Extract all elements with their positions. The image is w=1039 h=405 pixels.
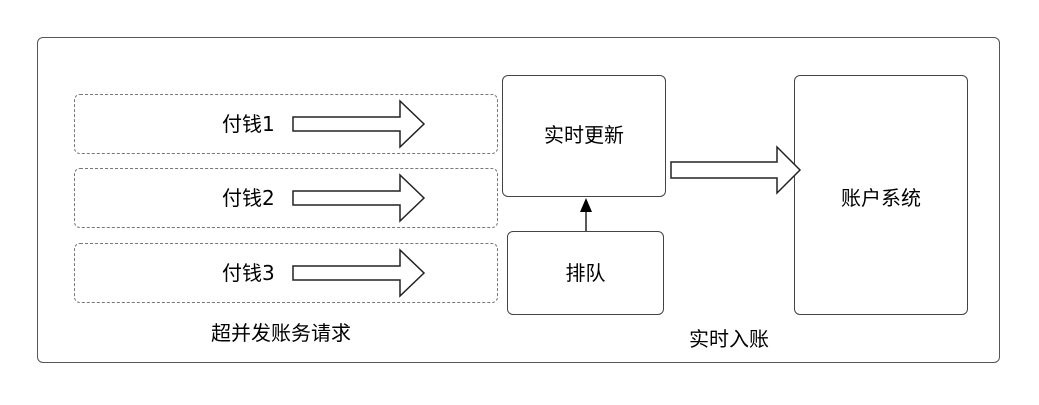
queue-to-update-arrowhead xyxy=(580,198,592,212)
request-label-2: 付钱2 xyxy=(222,186,275,210)
hollow-arrow-2 xyxy=(292,173,426,223)
realtime-update-box: 实时更新 xyxy=(502,75,666,197)
outer-frame xyxy=(37,37,1000,363)
account-system-box: 账户系统 xyxy=(794,75,968,315)
request-box-2 xyxy=(74,168,498,228)
request-box-1 xyxy=(74,94,498,154)
hollow-arrow-3 xyxy=(292,248,426,298)
realtime-caption: 实时入账 xyxy=(689,327,769,351)
request-label-1: 付钱1 xyxy=(222,112,275,136)
realtime-update-label: 实时更新 xyxy=(544,123,624,147)
account-system-label: 账户系统 xyxy=(841,186,921,210)
hollow-arrow-1 xyxy=(292,99,426,149)
request-label-3: 付钱3 xyxy=(222,261,275,285)
requests-caption: 超并发账务请求 xyxy=(211,321,351,345)
hollow-arrow-to-account-system xyxy=(670,145,802,195)
queue-box: 排队 xyxy=(507,231,664,315)
request-box-3 xyxy=(74,243,498,303)
queue-label: 排队 xyxy=(565,261,606,285)
